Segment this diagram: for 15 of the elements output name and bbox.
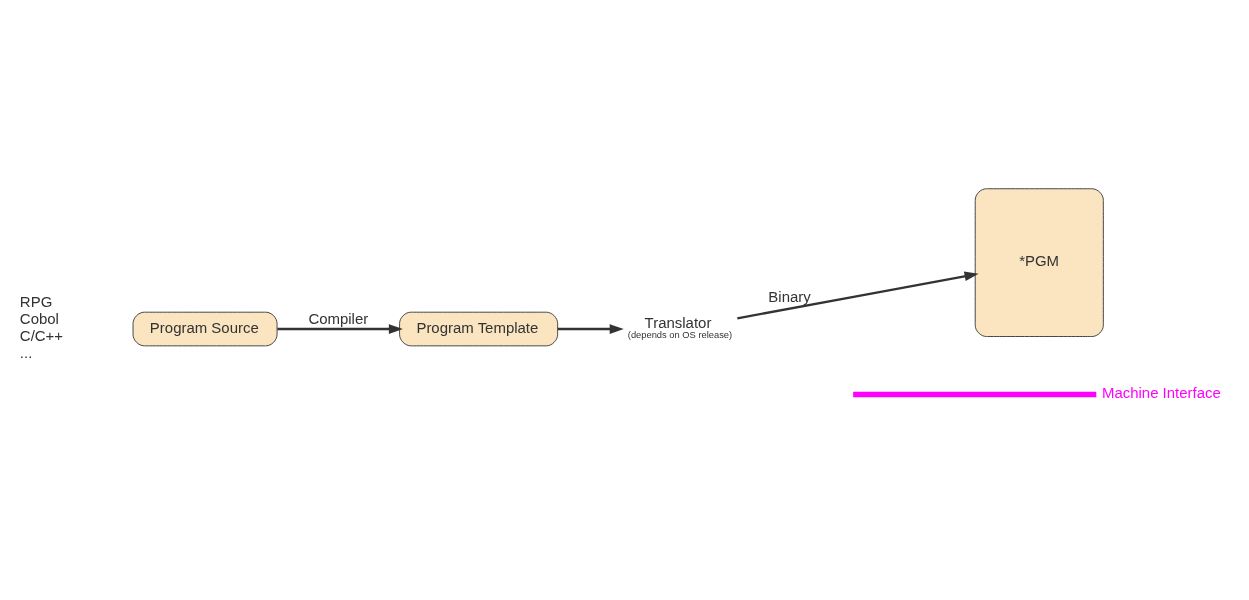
label: C/C++ <box>19 326 64 344</box>
label: RPG <box>19 292 53 310</box>
node-box: Program Template <box>399 311 559 346</box>
node-label: (depends on OS release) <box>627 329 733 340</box>
edge-label: Binary <box>768 287 811 305</box>
node-text: Translator <box>644 313 712 331</box>
node-box: *PGM <box>974 187 1104 337</box>
arrow <box>557 323 624 334</box>
label: Cobol <box>19 309 59 327</box>
label: ... <box>19 343 33 361</box>
edge-label: Compiler <box>308 309 369 327</box>
arrow <box>277 323 403 334</box>
node-box: Program Source <box>132 311 278 346</box>
arrow <box>737 270 979 319</box>
label: Machine Interface <box>1101 383 1221 401</box>
